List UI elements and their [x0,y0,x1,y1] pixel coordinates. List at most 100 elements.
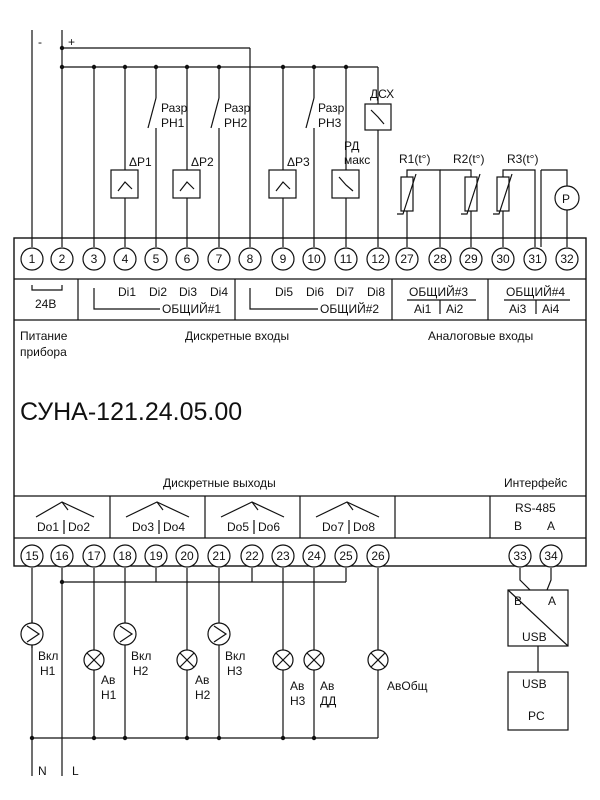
bottom-terminal-33 [508,544,532,568]
bottom-terminal-number: 17 [87,549,101,563]
pressure-switch-p1: ΔP1 [110,155,152,199]
bottom-terminal-25 [334,544,358,568]
r1-label: R1(t°) [399,152,430,166]
top-terminal-number: 10 [307,252,321,266]
v24-label: 24В [35,297,56,311]
p2-label: ΔP2 [191,155,214,169]
top-terminal-number: 29 [464,252,478,266]
rd-label: РД [344,139,359,153]
di2-label: Di2 [149,285,167,299]
top-terminal-number: 6 [184,252,191,266]
top-terminal-12 [366,247,390,271]
bottom-terminal-20 [175,544,199,568]
bottom-terminal-23 [271,544,295,568]
rn3-label-b: РН3 [318,116,342,130]
bottom-label-row: Do1 Do2 Do3 Do4 Do5 Do6 Do7 Do8 RS-485 B… [35,501,556,534]
plus-label: + [68,35,75,49]
dry-run-sensor: ДСХ [364,87,394,131]
pump-h1-symbol [20,622,44,646]
top-terminal-number: 11 [340,252,353,266]
power-caption-2: прибора [20,345,67,359]
do5-label: Do5 [227,520,249,534]
bottom-terminal-number: 26 [371,549,385,563]
bottom-terminal-15 [20,544,44,568]
dsh-label: ДСХ [370,87,394,101]
lamp-av-dd [303,649,325,671]
dd-label: ДД [320,694,336,708]
top-terminal-10 [302,247,326,271]
bottom-terminal-24 [302,544,326,568]
top-terminal-number: 31 [528,252,542,266]
minus-label: - [38,35,42,49]
ai-inputs-caption: Аналоговые входы [428,329,533,343]
converter-usb-label: USB [522,630,547,644]
top-terminal-6 [175,247,199,271]
converter-b-label: B [514,594,522,608]
top-terminal-number: 27 [400,252,414,266]
di8-label: Di8 [367,285,385,299]
pressure-relay-max: РД макс [331,139,370,199]
av-h3-sub-label: Н3 [290,694,306,708]
di3-label: Di3 [179,285,197,299]
top-terminal-number: 30 [496,252,510,266]
top-terminal-number: 9 [280,252,287,266]
l-label: L [72,764,79,778]
ai1-label: Ai1 [414,302,432,316]
do-outputs-caption: Дискретные выходы [163,476,276,490]
device-name: СУНА-121.24.05.00 [20,398,242,426]
bottom-terminal-19 [144,544,168,568]
do2-label: Do2 [68,520,90,534]
h1-label: Н1 [40,664,56,678]
do4-label: Do4 [163,520,185,534]
bottom-terminal-number: 18 [118,549,132,563]
vkl-h2-label: Вкл [131,649,151,663]
av-dd-label: Ав [320,679,334,693]
bottom-terminal-number: 16 [55,549,69,563]
top-terminal-5 [144,247,168,271]
pc-usb-label: USB [522,677,547,691]
rn1-label-b: РН1 [161,116,185,130]
ai4-label: Ai4 [542,302,560,316]
top-terminal-27 [395,247,419,271]
p3-label: ΔP3 [287,155,310,169]
ai2-label: Ai2 [446,302,464,316]
top-terminal-number: 2 [59,252,66,266]
av-h1-label: Ав [101,673,115,687]
n-label: N [38,764,47,778]
h2-label: Н2 [133,664,149,678]
top-terminal-29 [459,247,483,271]
top-terminal-number: 5 [153,252,160,266]
bottom-terminal-number: 15 [25,549,39,563]
vkl-h3-label: Вкл [225,649,245,663]
common3-label: ОБЩИЙ#3 [409,284,468,299]
top-terminal-32 [555,247,579,271]
lamp-av-h3 [272,649,294,671]
top-terminal-number: 8 [247,252,254,266]
av-h2-label: Ав [195,673,209,687]
do1-label: Do1 [37,520,59,534]
lamp-av-h2 [176,649,198,671]
r3-label: R3(t°) [507,152,538,166]
bottom-terminal-number: 19 [149,549,163,563]
lamp-av-common [367,649,389,671]
rs485-b-label: B [514,519,522,533]
do6-label: Do6 [258,520,280,534]
top-terminal-7 [207,247,231,271]
di5-label: Di5 [275,285,293,299]
pressure-switch-p3: ΔP3 [268,155,310,199]
do7-label: Do7 [322,520,344,534]
top-terminal-2 [50,247,74,271]
converter-a-label: A [548,594,556,608]
r2-label: R2(t°) [453,152,484,166]
rn2-label-b: РН2 [224,116,248,130]
pump-h2-symbol [113,622,137,646]
bottom-terminal-number: 21 [212,549,226,563]
top-terminal-28 [428,247,452,271]
top-terminal-number: 12 [371,252,385,266]
av-h1-sub-label: Н1 [101,688,117,702]
interface-wiring: B A USB USB PC [507,568,569,731]
analog-sensors: R1(t°) R2(t°) R3(t°) P [397,152,580,247]
top-terminal-8 [238,247,262,271]
